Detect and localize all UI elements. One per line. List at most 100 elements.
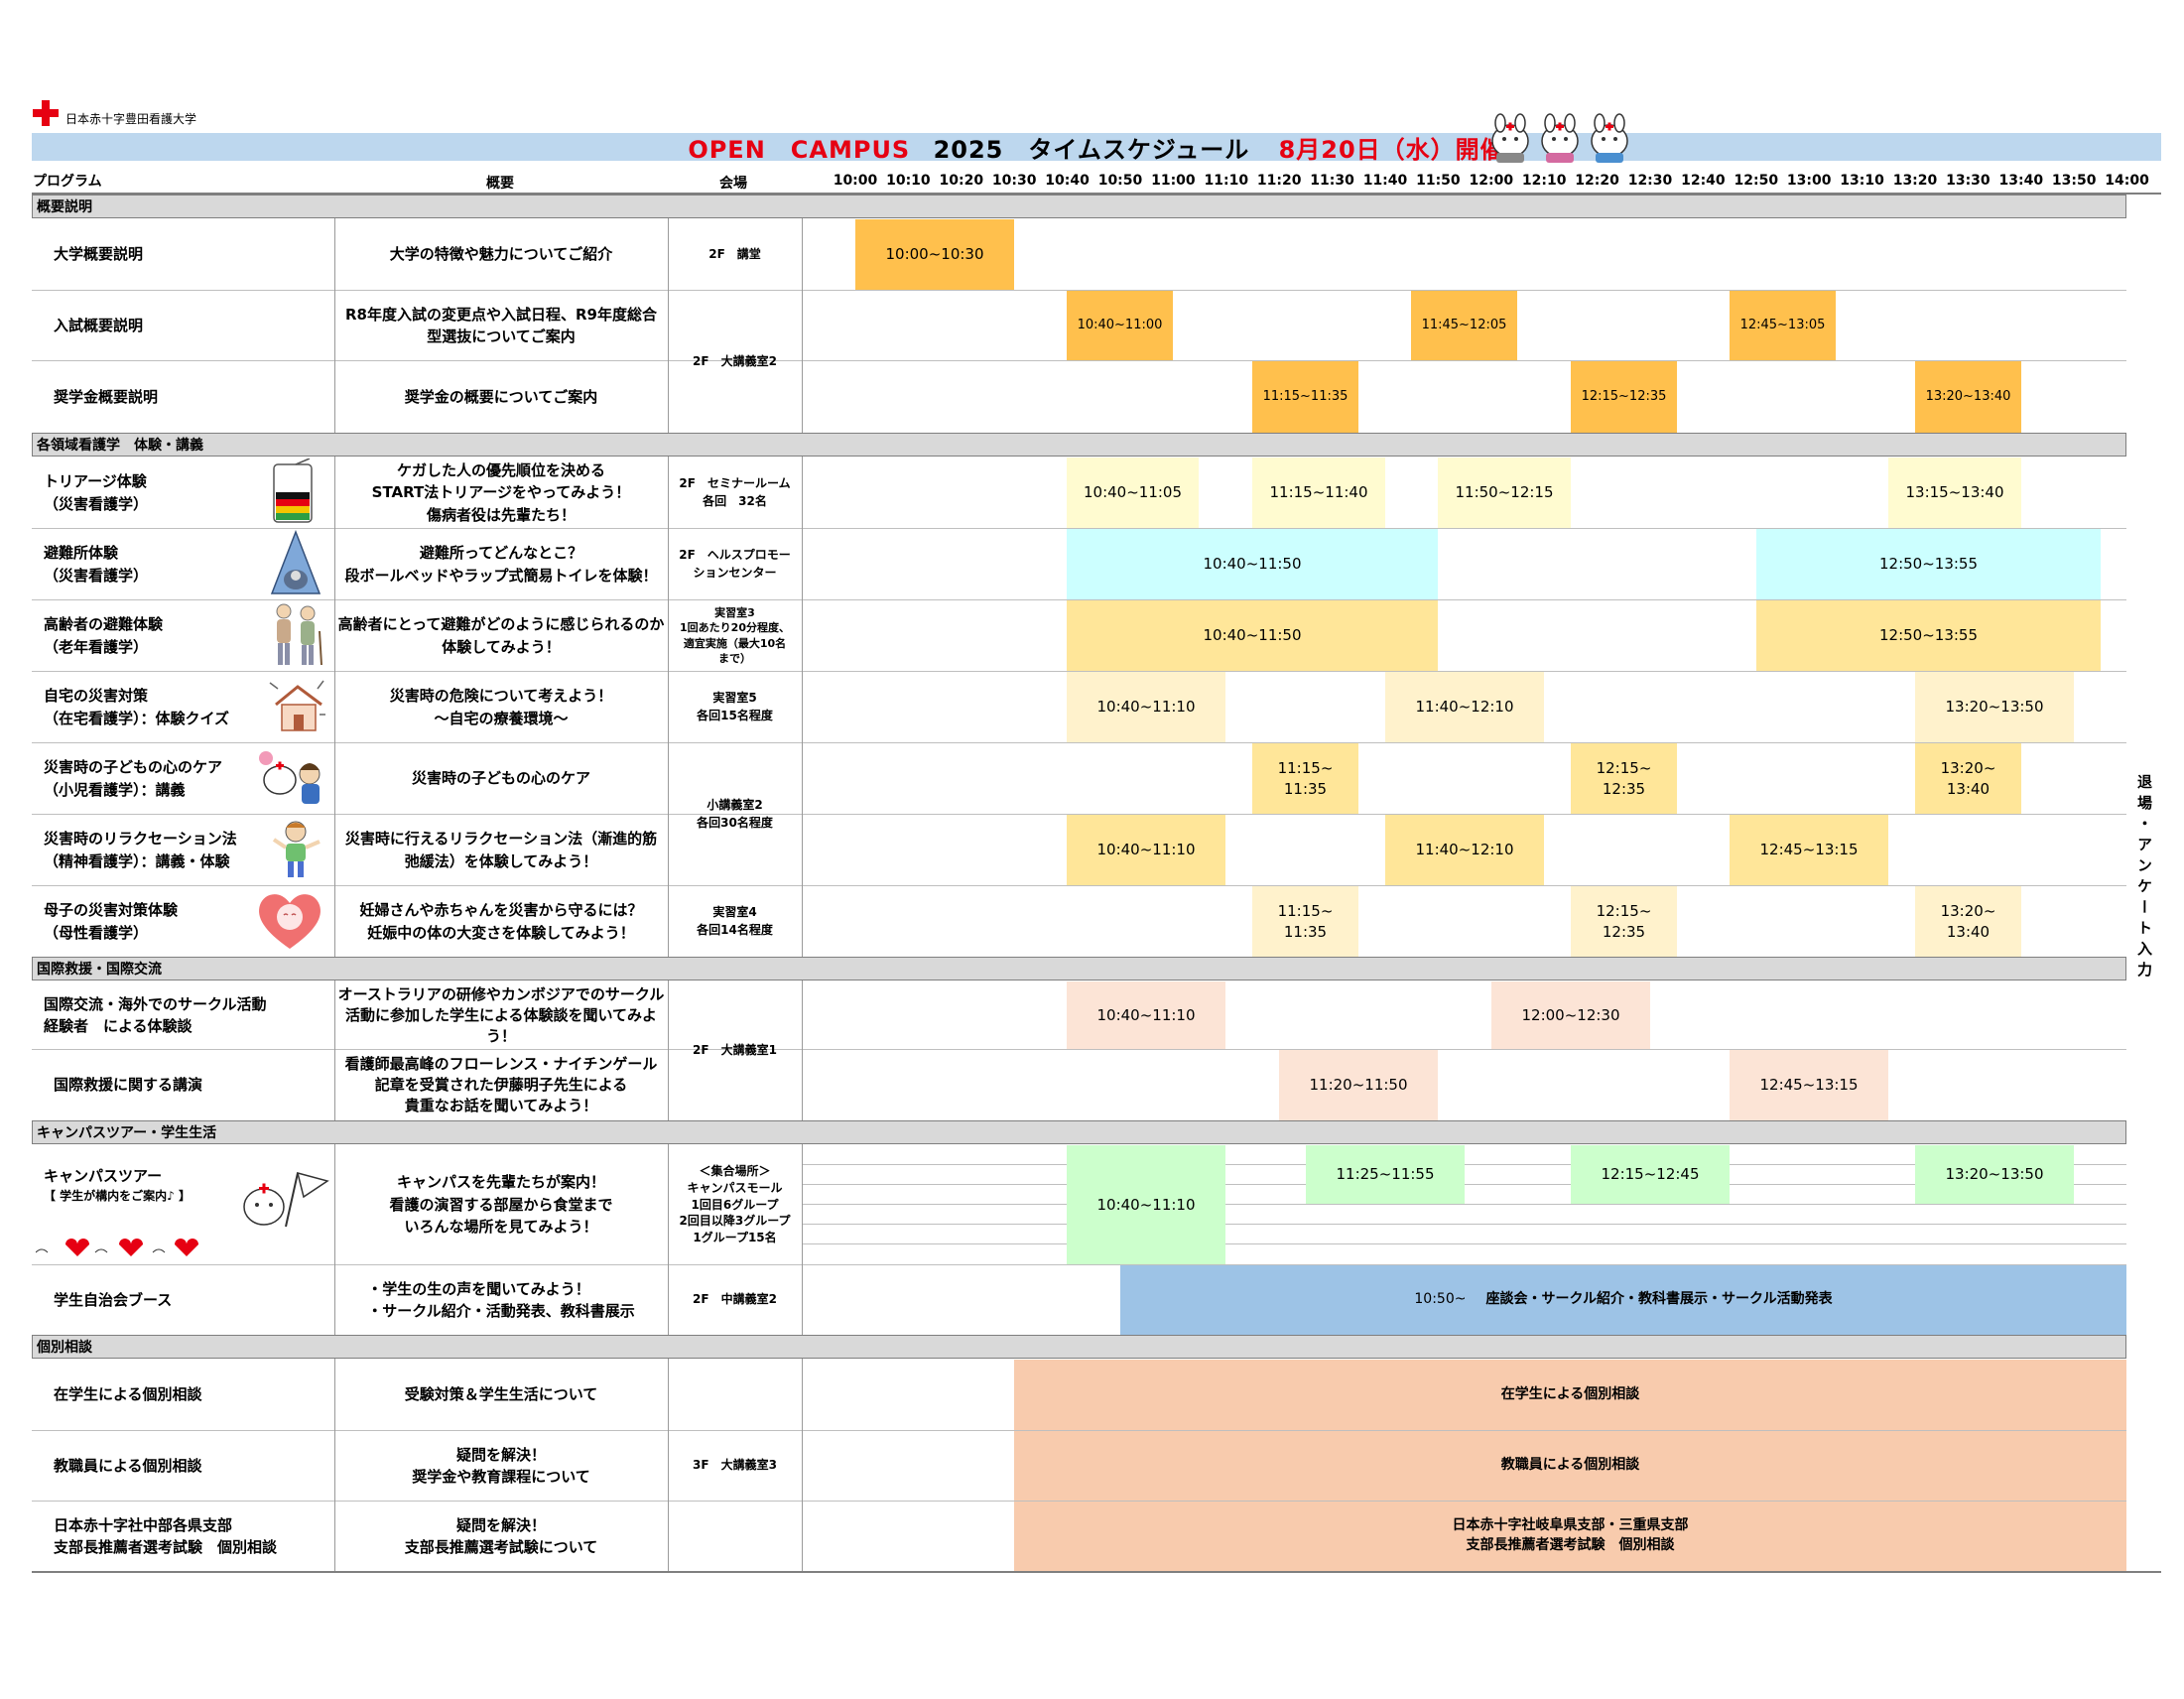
session-block: 12:15~12:35 xyxy=(1571,886,1677,957)
header-program: プログラム xyxy=(33,174,102,190)
mascot-icon xyxy=(1491,113,1628,163)
desc-campus-tour: キャンパスを先輩たちが案内！看護の演習する部屋から食堂までいろんな場所を見てみよ… xyxy=(389,1173,613,1237)
row-divider xyxy=(32,1049,2126,1050)
session-block: 10:00~10:30 xyxy=(855,219,1014,290)
program-admission-overview: 入試概要説明 xyxy=(54,316,144,334)
session-block: 13:15~13:40 xyxy=(1888,457,2021,528)
session-block: 10:40~11:50 xyxy=(1067,600,1438,671)
venue-middle-lecture-room-2: 2F 中講義室2 xyxy=(693,1292,777,1307)
session-block: 在学生による個別相談 xyxy=(1014,1360,2126,1430)
time-label: 13:30 xyxy=(1946,173,1991,189)
session-block: 10:40~11:00 xyxy=(1067,291,1173,360)
program-home-disaster: 自宅の災害対策（在宅看護学）：体験クイズ xyxy=(44,687,230,727)
program-university-overview: 大学概要説明 xyxy=(54,245,144,264)
university-name: 日本赤十字豊田看護大学 xyxy=(65,112,197,126)
time-label: 12:40 xyxy=(1681,173,1726,189)
exit-survey-note: 退場・アンケート入力 xyxy=(2135,774,2153,982)
session-block: 12:00~12:30 xyxy=(1491,981,1650,1049)
program-international-relief-lecture: 国際救援に関する講演 xyxy=(54,1076,203,1095)
program-student-council: 学生自治会ブース xyxy=(54,1290,173,1309)
session-block: 12:45~13:15 xyxy=(1730,1050,1888,1120)
session-block: 日本赤十字社岐阜県支部・三重県支部支部長推薦者選考試験 個別相談 xyxy=(1014,1502,2126,1571)
session-block: 11:15~11:40 xyxy=(1252,457,1385,528)
session-block: 10:40~11:10 xyxy=(1067,981,1225,1049)
desc-maternal-disaster: 妊婦さんや赤ちゃんを災害から守るには？妊娠中の体の大変さを体験してみよう！ xyxy=(359,901,643,942)
time-label: 11:20 xyxy=(1256,173,1302,189)
program-evacuation-center: 避難所体験（災害看護学） xyxy=(44,544,149,585)
session-block: 10:40~11:05 xyxy=(1067,457,1199,528)
program-red-cross-consultation: 日本赤十字社中部各県支部支部長推薦者選考試験 個別相談 xyxy=(54,1515,278,1557)
session-block: 13:20~13:40 xyxy=(1915,361,2021,433)
session-block: 11:15~11:35 xyxy=(1252,743,1358,814)
session-block: 11:40~12:10 xyxy=(1385,815,1544,885)
time-label: 10:30 xyxy=(991,173,1037,189)
heart-baby-icon xyxy=(259,894,321,949)
session-block: 11:15~11:35 xyxy=(1252,361,1358,433)
desc-international-relief-lecture: 看護師最高峰のフローレンス・ナイチンゲール記章を受賞された伊藤明子先生による貴重… xyxy=(344,1055,658,1114)
house-icon xyxy=(269,680,325,731)
section-consult: 個別相談 xyxy=(32,1335,2126,1359)
row-divider xyxy=(32,360,2126,361)
header-venue: 会場 xyxy=(719,176,747,192)
session-block: 13:20~13:40 xyxy=(1915,886,2021,957)
section-overview: 概要説明 xyxy=(32,195,2126,218)
session-block: 12:15~12:35 xyxy=(1571,743,1677,814)
row-divider xyxy=(32,671,2126,672)
desc-staff-consultation: 疑問を解決！奨学金や教育課程について xyxy=(412,1445,590,1487)
mascot-child-icon xyxy=(259,751,321,804)
row-divider xyxy=(32,528,2126,529)
program-triage: トリアージ体験（災害看護学） xyxy=(44,472,149,513)
row-divider xyxy=(32,742,2126,743)
session-block: 12:50~13:55 xyxy=(1756,600,2101,671)
desc-red-cross-consultation: 疑問を解決！支部長推薦選考試験について xyxy=(404,1515,598,1557)
row-divider xyxy=(32,885,2126,886)
table-bottom-border xyxy=(32,1571,2161,1573)
venue-health-promotion-center: 2F ヘルスプロモーションセンター xyxy=(679,548,791,580)
row-divider xyxy=(32,599,2126,600)
program-campus-tour: キャンパスツアー【 学生が構内をご案内♪ 】 xyxy=(44,1166,192,1204)
time-label: 11:50 xyxy=(1416,173,1461,189)
time-label: 10:50 xyxy=(1097,173,1143,189)
session-block: 10:50~座談会・サークル紹介・教科書展示・サークル活動発表 xyxy=(1120,1265,2126,1335)
session-block: 11:15~11:35 xyxy=(1252,886,1358,957)
desc-evacuation-center: 避難所ってどんなとこ？段ボールベッドやラップ式簡易トイレを体験！ xyxy=(344,544,658,585)
section-campus: キャンパスツアー・学生生活 xyxy=(32,1120,2126,1144)
program-elderly-evacuation: 高齢者の避難体験（老年看護学） xyxy=(44,615,164,656)
section-international: 国際救援・国際交流 xyxy=(32,957,2126,980)
desc-elderly-evacuation: 高齢者にとって避難がどのように感じられるのか体験してみよう！ xyxy=(337,615,665,656)
campus-tour-mascot-icon xyxy=(36,1171,329,1256)
time-label: 11:10 xyxy=(1204,173,1249,189)
time-label: 13:10 xyxy=(1840,173,1884,189)
session-block: 13:20~13:50 xyxy=(1915,1145,2074,1204)
session-block: 10:40~11:10 xyxy=(1067,672,1225,742)
triage-tag-icon xyxy=(273,458,313,523)
row-divider xyxy=(32,1501,2126,1502)
time-label: 12:50 xyxy=(1734,173,1779,189)
program-maternal-disaster: 母子の災害対策体験（母性看護学） xyxy=(44,901,179,942)
session-block: 11:25~11:55 xyxy=(1306,1145,1465,1204)
desc-student-council: ・学生の生の声を聞いてみよう！・サークル紹介・活動発表、教科書展示 xyxy=(367,1279,635,1321)
session-block: 13:20~13:50 xyxy=(1915,672,2074,742)
session-block: 11:40~12:10 xyxy=(1385,672,1544,742)
session-block: 12:15~12:45 xyxy=(1571,1145,1730,1204)
time-label: 13:20 xyxy=(1892,173,1938,189)
row-divider xyxy=(32,814,2126,815)
program-staff-consultation: 教職員による個別相談 xyxy=(54,1456,202,1475)
session-block: 10:40~11:50 xyxy=(1067,529,1438,599)
time-label: 10:20 xyxy=(939,173,984,189)
relaxing-child-icon xyxy=(272,821,321,877)
desc-scholarship-overview: 奨学金の概要についてご案内 xyxy=(404,387,598,406)
program-relaxation: 災害時のリラクセーション法（精神看護学）：講義・体験 xyxy=(44,830,237,870)
session-block: 10:40~11:10 xyxy=(1067,1145,1225,1264)
desc-child-care: 災害時の子どもの心のケア xyxy=(411,769,590,788)
time-label: 10:00 xyxy=(833,173,878,189)
time-label: 12:30 xyxy=(1627,173,1673,189)
session-block: 12:45~13:05 xyxy=(1730,291,1836,360)
time-label: 13:50 xyxy=(2051,173,2097,189)
time-label: 13:00 xyxy=(1786,173,1832,189)
section-nursing: 各領域看護学 体験・講義 xyxy=(32,433,2126,457)
